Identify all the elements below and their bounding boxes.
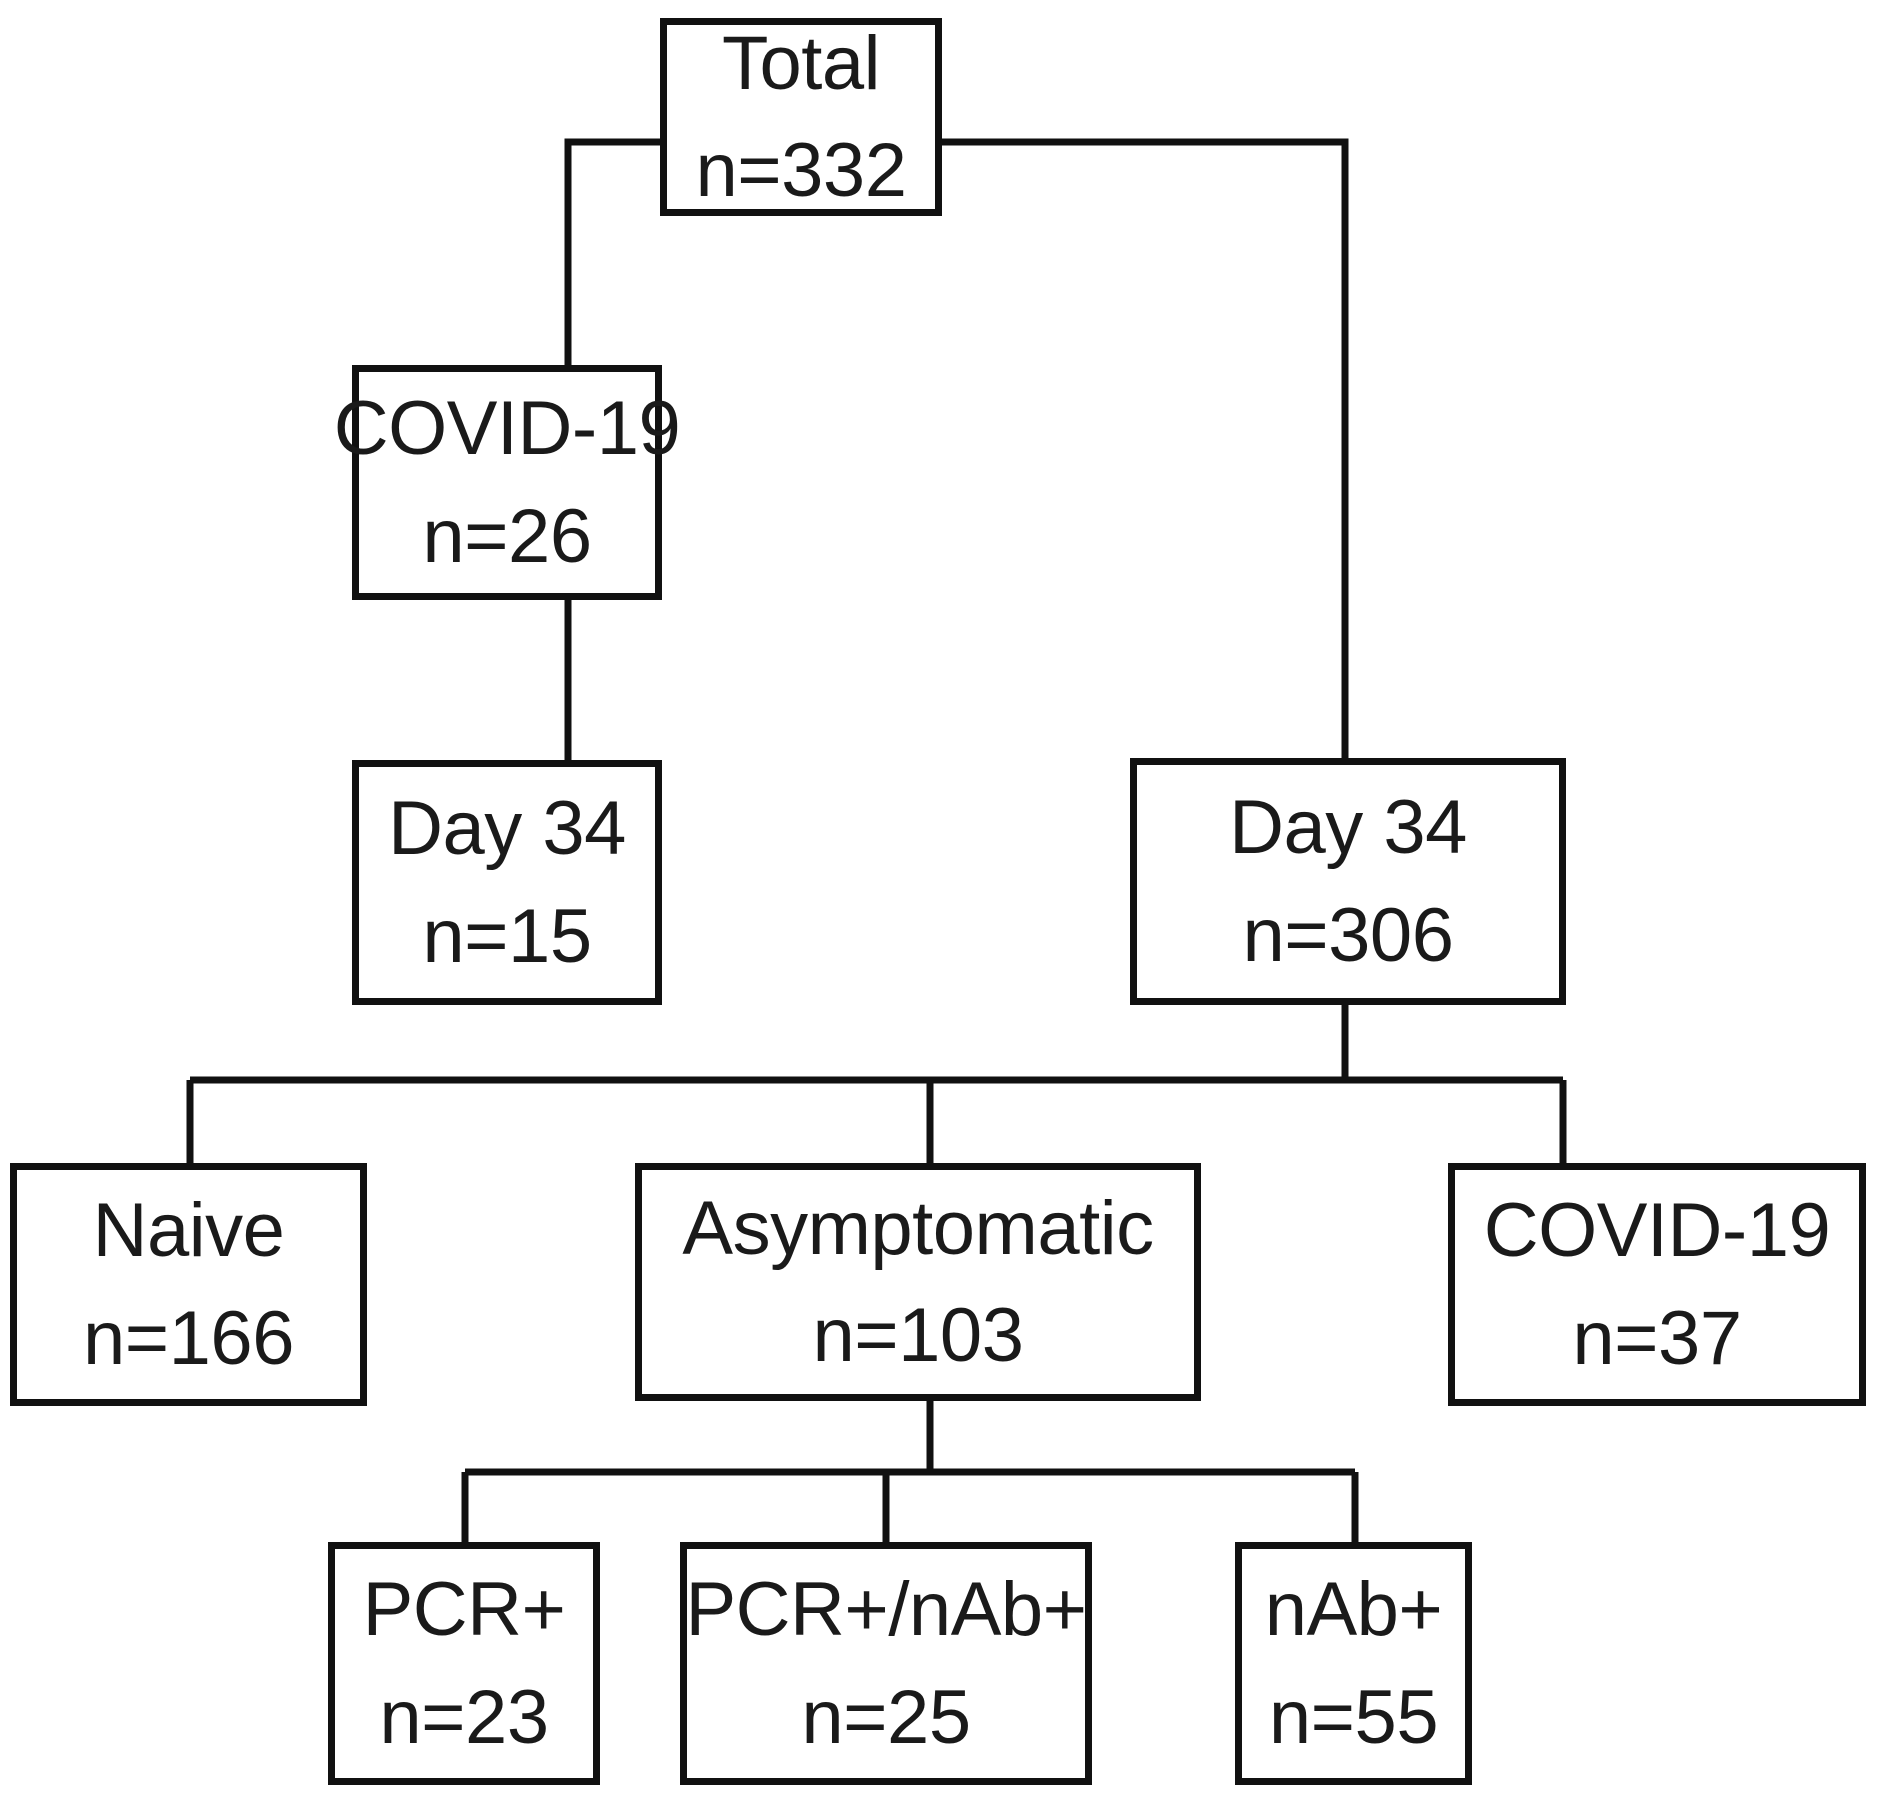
node-label-covid19-right: COVID-19	[1483, 1188, 1831, 1274]
node-label-pcr-pos: PCR+	[362, 1567, 566, 1653]
node-count-naive: n=166	[83, 1295, 294, 1381]
node-count-covid19-right: n=37	[1572, 1295, 1742, 1381]
node-naive[interactable]: Naive n=166	[10, 1163, 367, 1406]
node-count-day34-right: n=306	[1242, 892, 1454, 978]
node-count-pcr-nab-pos: n=25	[801, 1674, 971, 1760]
connector-total-to-covid19-left	[564, 138, 660, 365]
node-day34-right[interactable]: Day 34 n=306	[1130, 758, 1566, 1005]
node-count-asymptomatic: n=103	[812, 1293, 1024, 1378]
connector-total-to-day34-right	[942, 138, 1349, 758]
node-asymptomatic[interactable]: Asymptomatic n=103	[635, 1163, 1201, 1401]
node-count-nab-pos: n=55	[1268, 1674, 1439, 1760]
node-covid19-right[interactable]: COVID-19 n=37	[1448, 1163, 1866, 1406]
node-label-day34-right: Day 34	[1229, 785, 1467, 871]
node-nab-pos[interactable]: nAb+ n=55	[1235, 1542, 1472, 1785]
node-pcr-nab-pos[interactable]: PCR+/nAb+ n=25	[680, 1542, 1092, 1785]
node-pcr-pos[interactable]: PCR+ n=23	[328, 1542, 600, 1785]
node-count-covid19-left: n=26	[422, 493, 592, 579]
node-label-asymptomatic: Asymptomatic	[682, 1185, 1154, 1271]
node-day34-left[interactable]: Day 34 n=15	[352, 760, 662, 1005]
node-label-total: Total	[721, 20, 881, 106]
node-total[interactable]: Total n=332	[660, 18, 942, 216]
node-label-nab-pos: nAb+	[1264, 1567, 1443, 1653]
connector-asymptomatic-to-pcr-pos	[461, 1401, 1355, 1542]
node-count-total: n=332	[695, 128, 907, 213]
node-count-day34-left: n=15	[422, 893, 592, 979]
node-label-covid19-left: COVID-19	[333, 386, 681, 472]
node-label-naive: Naive	[92, 1188, 285, 1274]
node-covid19-left[interactable]: COVID-19 n=26	[334, 365, 681, 600]
node-label-pcr-nab-pos: PCR+/nAb+	[685, 1567, 1087, 1653]
node-label-day34-left: Day 34	[388, 786, 626, 872]
connector-day34-right-to-naive	[186, 1005, 1563, 1163]
node-count-pcr-pos: n=23	[379, 1674, 549, 1760]
